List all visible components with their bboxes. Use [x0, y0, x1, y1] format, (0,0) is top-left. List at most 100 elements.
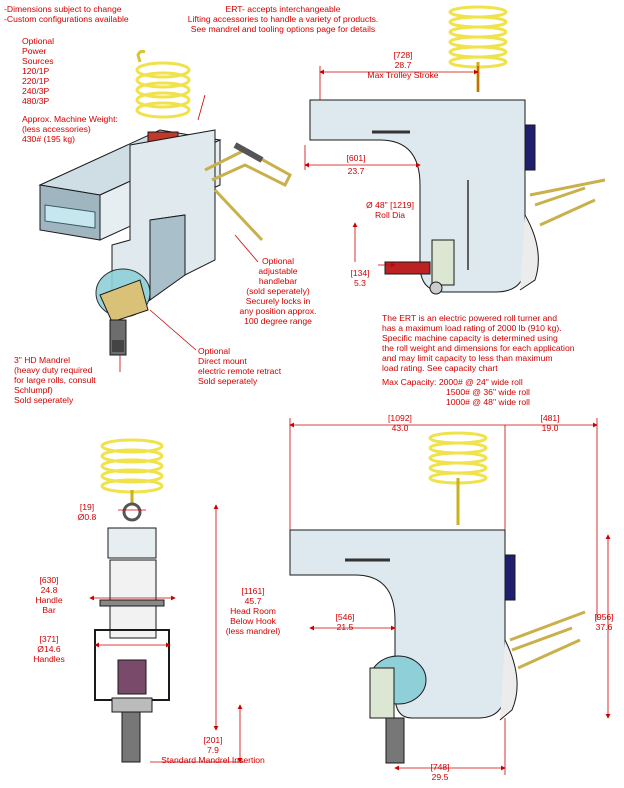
spring-coil [428, 431, 488, 525]
power-line: Sources [22, 56, 54, 66]
power-line: Power [22, 46, 47, 56]
dim-line: Head Room [230, 606, 276, 616]
dim-line: [201] [203, 735, 223, 745]
description-line: the roll weight and dimensions for each … [382, 343, 575, 353]
retract-line: Optional [198, 346, 231, 356]
dim-line: [728] [393, 50, 413, 60]
handlebar-line: Optional [261, 256, 294, 266]
handlebar-line: Securely locks in [245, 296, 311, 306]
dim-19: [19] Ø0.8 [62, 502, 112, 522]
dim-line: [1092] [388, 413, 412, 423]
dim-line: [371] [39, 634, 59, 644]
capacity-line: Max Capacity: 2000# @ 24" wide roll [382, 377, 523, 387]
dim-1092: [1092] 43.0 [370, 413, 430, 433]
dim-line: Ø0.8 [77, 512, 97, 522]
dim-line: 45.7 [244, 596, 262, 606]
dim-line: 28.7 [394, 60, 412, 70]
handlebar-note: Optional adjustable handlebar (sold sepe… [228, 256, 328, 326]
dim-line: Bar [42, 605, 56, 615]
mandrel-line: Schlumpf) [14, 385, 53, 395]
handlebar-line: (sold seperately) [246, 286, 310, 296]
description-line: and may limit capacity to less than maxi… [382, 353, 553, 363]
dim-line: 7.9 [207, 745, 219, 755]
power-line: 220/1P [22, 76, 50, 86]
dim-line: [19] [79, 502, 95, 512]
handlebar-line: adjustable [258, 266, 298, 276]
dim-956: [956] 37.6 [586, 612, 622, 632]
dim-line: 24.8 [40, 585, 58, 595]
handlebar-line: any position approx. [239, 306, 317, 316]
description: The ERT is an electric powered roll turn… [382, 313, 575, 373]
capacity-line: 1500# @ 36" wide roll [446, 387, 530, 397]
power-line: 240/3P [22, 86, 50, 96]
dim-line: [481] [540, 413, 560, 423]
dim-handles: [371] Ø14.6 Handles [22, 634, 76, 664]
retract-line: Sold seperately [198, 376, 258, 386]
dim-line: Ø 48" [1219] [366, 200, 414, 210]
weight-line: (less accessories) [22, 124, 91, 134]
dim-trolley-stroke: [728] 28.7 Max Trolley Stroke [348, 50, 458, 80]
note-line: -Dimensions subject to change [4, 4, 122, 14]
spring-coil [448, 5, 508, 92]
mandrel-line: Sold seperately [14, 395, 74, 405]
dim-line: 43.0 [391, 423, 409, 433]
weight-line: 430# (195 kg) [22, 134, 76, 144]
dim-line: 37.6 [595, 622, 613, 632]
retract-note: Optional Direct mount electric remote re… [198, 346, 281, 386]
ert-note-line: See mandrel and tooling options page for… [190, 24, 376, 34]
machine-weight: Approx. Machine Weight: (less accessorie… [22, 114, 118, 144]
ert-note: ERT- accepts interchangeable Lifting acc… [148, 4, 418, 34]
dim-line: 19.0 [541, 423, 559, 433]
dim-line: Handle [35, 595, 63, 605]
mandrel-line: 3" HD Mandrel [14, 355, 71, 365]
dim-134: [134] 5.3 [340, 268, 380, 288]
mandrel-note: 3" HD Mandrel (heavy duty required for l… [14, 355, 96, 405]
dim-line: 23.7 [347, 166, 365, 176]
retract-line: Direct mount [198, 356, 247, 366]
dim-line: 21.5 [336, 622, 354, 632]
mandrel-line: (heavy duty required [14, 365, 93, 375]
dim-line: [630] [39, 575, 59, 585]
ert-note-line: ERT- accepts interchangeable [225, 4, 341, 14]
dim-line: [601] [346, 153, 366, 163]
description-line: has a maximum load rating of 2000 lb (91… [382, 323, 562, 333]
dim-head-room: [1161] 45.7 Head Room Below Hook (less m… [218, 586, 288, 636]
mandrel-line: for large rolls, consult [14, 375, 96, 385]
weight-line: Approx. Machine Weight: [22, 114, 118, 124]
capacity-chart: Max Capacity: 2000# @ 24" wide roll 1500… [382, 377, 530, 407]
ert-note-line: Lifting accessories to handle a variety … [187, 14, 379, 24]
note-line: -Custom configurations available [4, 14, 129, 24]
dim-line: [956] [594, 612, 614, 622]
handlebar-line: handlebar [258, 276, 298, 286]
power-line: 120/1P [22, 66, 50, 76]
dim-line: Below Hook [230, 616, 276, 626]
handlebar-line: 100 degree range [244, 316, 312, 326]
description-line: The ERT is an electric powered roll turn… [382, 313, 557, 323]
front-view [89, 438, 245, 763]
dim-line: Ø14.6 [37, 644, 61, 654]
dim-601: [601] 23.7 [336, 153, 376, 176]
dim-line: [1161] [241, 586, 265, 596]
side-view-bottom [289, 418, 611, 775]
capacity-line: 1000# @ 48" wide roll [446, 397, 530, 407]
dim-line: Roll Dia [374, 210, 406, 220]
dim-roll-dia: Ø 48" [1219] Roll Dia [350, 200, 430, 220]
dim-line: [546] [335, 612, 355, 622]
power-line: 480/3P [22, 96, 50, 106]
description-line: Specific machine capacity is determined … [382, 333, 558, 343]
retract-line: electric remote retract [198, 366, 282, 376]
power-line: Optional [22, 36, 55, 46]
dim-line: Standard Mandrel Insertion [161, 755, 265, 765]
spring-coil [100, 438, 164, 505]
spring-coil [135, 49, 191, 119]
dim-line: [748] [430, 762, 450, 772]
description-line: load rating. See capacity chart [382, 363, 498, 373]
dim-201: [201] 7.9 Standard Mandrel Insertion [138, 735, 288, 765]
dim-line: [134] [350, 268, 370, 278]
general-notes: -Dimensions subject to change -Custom co… [4, 4, 129, 24]
dim-line: Max Trolley Stroke [367, 70, 439, 80]
dim-481: [481] 19.0 [520, 413, 580, 433]
dim-748: [748] 29.5 [410, 762, 470, 782]
dim-546: [546] 21.5 [320, 612, 370, 632]
